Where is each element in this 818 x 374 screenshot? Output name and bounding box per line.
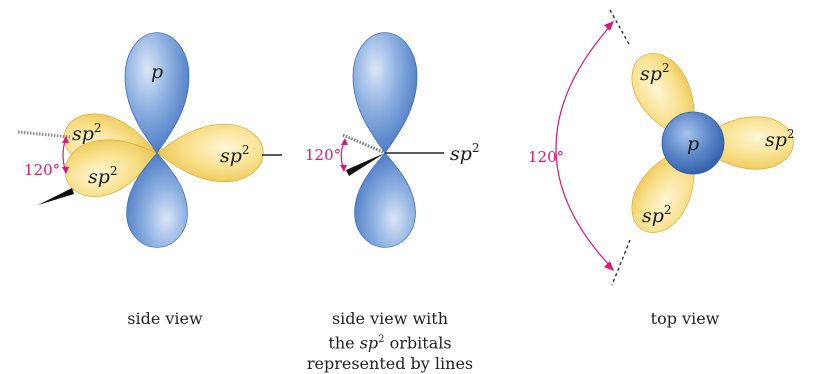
front-bond-wedge (38, 188, 74, 205)
sp2-label-front-left: sp2 (88, 164, 118, 188)
caption-line-1: side view with (331, 309, 449, 328)
angle-label: 120° (305, 146, 341, 164)
caption-side-view-text: side view (127, 309, 203, 328)
angle-label: 120° (24, 161, 60, 179)
side-view-lines-panel: 120° sp2 (305, 32, 480, 248)
angle-arrow-bottom (604, 261, 614, 271)
caption-top-view: top view (610, 308, 760, 329)
angle-arrow-bottom (340, 165, 347, 172)
sp2-label-right: sp2 (450, 141, 480, 165)
p-lobe-top (352, 32, 418, 154)
caption-side-view: side view (90, 308, 240, 329)
p-lobe-bottom (354, 152, 416, 248)
sp2-label-back-left: sp2 (72, 121, 102, 145)
angle-arrow-top (62, 136, 69, 143)
top-view-panel: 120° p sp2 sp2 sp2 (528, 9, 795, 286)
axis-dash-bottom (611, 239, 631, 286)
sp2-label-right: sp2 (765, 127, 795, 151)
angle-arrow-bottom (62, 167, 69, 174)
p-label: p (151, 61, 163, 83)
angle-label: 120° (528, 148, 564, 166)
axis-dash-top (609, 9, 631, 47)
angle-arrow-top (341, 138, 348, 145)
caption-top-view-text: top view (650, 309, 720, 328)
sp2-label-lower-left: sp2 (642, 203, 672, 227)
angle-arc (555, 23, 613, 269)
sp2-label-upper-left: sp2 (640, 61, 670, 85)
caption-line-2: the sp2 orbitals (328, 333, 452, 353)
angle-arrow-top (604, 21, 614, 31)
caption-side-view-lines: side view with the sp2 orbitals represen… (295, 308, 485, 374)
sp2-label-right: sp2 (220, 143, 250, 167)
p-orbital-sphere (661, 111, 725, 175)
side-view-panel: 120° p sp2 sp2 sp2 (17, 32, 282, 248)
sp2-wedge-front (346, 153, 385, 176)
back-bond-hash (17, 130, 71, 139)
caption-line-3: represented by lines (306, 354, 474, 374)
p-label: p (687, 133, 699, 155)
